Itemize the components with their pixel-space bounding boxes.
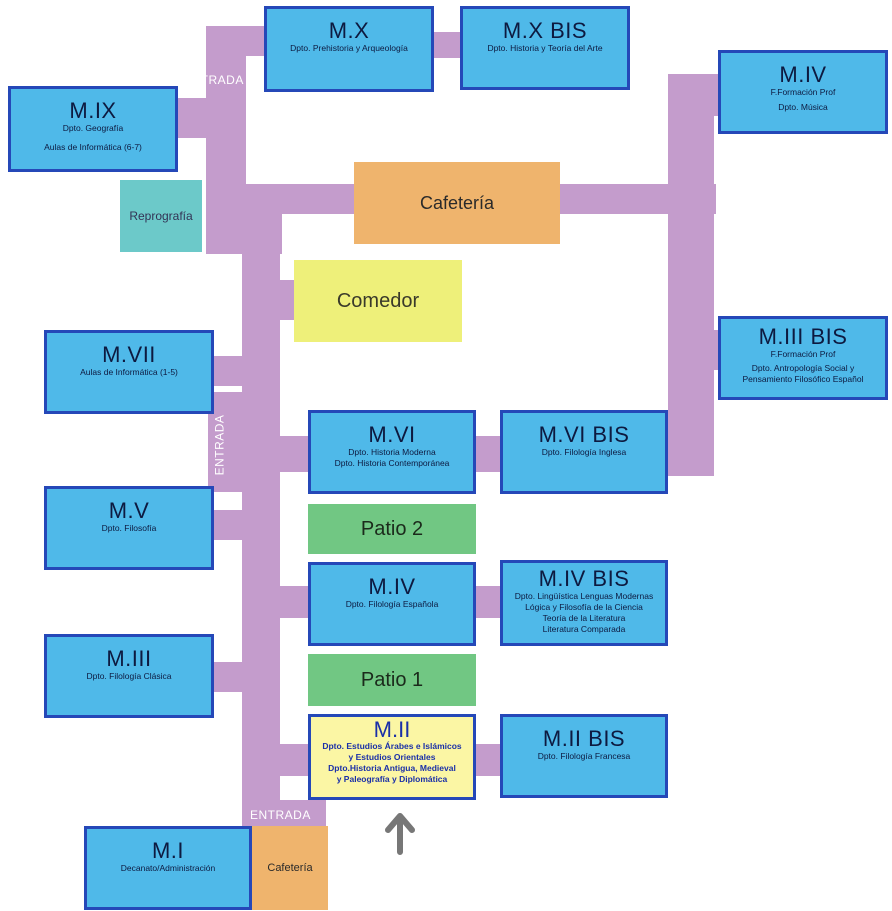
module-mvi-line-1: Dpto. Historia Moderna [348,447,436,457]
module-miii-bis-line-3: Pensamiento Filosófico Español [742,374,864,384]
module-miv-right-line-2: Dpto. Música [778,102,828,112]
entrada-bottom-label: ENTRADA [250,808,311,822]
module-mii[interactable]: M.II Dpto. Estudios Árabes e Islámicos y… [308,714,476,800]
module-mix-line-2: Aulas de Informática (6-7) [44,142,142,152]
cafeteria-main[interactable]: Cafetería [354,162,560,244]
corridor-mii-miibis-link [474,744,504,776]
module-mii-line-3: Dpto.Historia Antigua, Medieval [328,763,456,773]
module-mv[interactable]: M.V Dpto. Filosofía [44,486,214,570]
module-mvi[interactable]: M.VI Dpto. Historia Moderna Dpto. Histor… [308,410,476,494]
module-miii-title: M.III [106,646,152,671]
cafeteria-small-label: Cafetería [267,862,313,874]
module-mv-line: Dpto. Filosofía [101,523,157,533]
comedor[interactable]: Comedor [294,260,462,342]
module-mii-line-4: y Paleografía y Diplomática [336,774,448,784]
module-mx-bis[interactable]: M.X BIS Dpto. Historia y Teoría del Arte [460,6,630,90]
entrada-middle-label: ENTRADA [212,414,227,476]
reprografia[interactable]: Reprografía [120,180,202,252]
corridor-mii-link [270,744,310,776]
entrada-top-label: ENTRADA [183,73,244,87]
patio-1-label: Patio 1 [360,668,424,691]
corridor-mvi-mvibis-link [474,436,504,472]
patio-2[interactable]: Patio 2 [308,504,476,554]
module-mx-bis-line: Dpto. Historia y Teoría del Arte [487,43,603,53]
module-miv-title: M.IV [368,574,416,599]
module-mii-line-1: Dpto. Estudios Árabes e Islámicos [322,741,462,751]
module-mx[interactable]: M.X Dpto. Prehistoria y Arqueología [264,6,434,92]
corridor-miv-mivbis-link [474,586,504,618]
module-miii-bis-line-2: Dpto. Antropología Social y [751,363,855,373]
module-miv-bis[interactable]: M.IV BIS Dpto. Lingüística Lenguas Moder… [500,560,668,646]
module-mv-title: M.V [108,498,150,523]
module-miv-bis-line-3: Teoría de la Literatura [542,613,626,623]
module-mix[interactable]: M.IX Dpto. Geografía Aulas de Informátic… [8,86,178,172]
corridor-right-vertical [668,74,714,476]
module-mvii-line: Aulas de Informática (1-5) [80,367,178,377]
module-miv-right-title: M.IV [779,62,827,87]
corridor-entrada-bottom [242,800,326,830]
cafeteria-small[interactable]: Cafetería [252,826,328,910]
module-mx-bis-title: M.X BIS [502,18,588,43]
cafeteria-main-label: Cafetería [419,192,495,213]
corridor-miiibis-link [668,330,722,370]
module-mii-bis[interactable]: M.II BIS Dpto. Filología Francesa [500,714,668,798]
module-miv-bis-title: M.IV BIS [538,566,630,591]
module-miii-bis[interactable]: M.III BIS F.Formación Prof Dpto. Antropo… [718,316,888,400]
module-miii-bis-line-1: F.Formación Prof [770,349,836,359]
corridor-mix-link [175,98,235,138]
corridor-mvibis-right-link [662,436,714,476]
module-miv-bis-line-4: Literatura Comparada [542,624,626,634]
patio-1[interactable]: Patio 1 [308,654,476,706]
comedor-label: Comedor [336,289,420,312]
module-mx-title: M.X [328,18,370,43]
corridor-miii-link [210,662,250,692]
corridor-mx-link [432,32,462,58]
module-miv-bis-line-1: Dpto. Lingüística Lenguas Modernas [514,591,654,601]
module-mii-bis-line: Dpto. Filología Francesa [537,751,631,761]
patio-2-label: Patio 2 [360,517,424,540]
corridor-mv-link [210,510,250,540]
module-miv-right-line-1: F.Formación Prof [770,87,836,97]
corridor-mvii-link [210,356,250,386]
module-mix-title: M.IX [69,98,117,123]
module-miii-bis-title: M.III BIS [758,324,848,349]
reprografia-label: Reprografía [129,209,193,223]
module-miii-line: Dpto. Filología Clásica [86,671,172,681]
module-mi-line: Decanato/Administración [120,863,216,873]
module-mii-line-2: y Estudios Orientales [348,752,436,762]
module-mii-bis-title: M.II BIS [542,726,626,751]
module-miv-line: Dpto. Filología Española [345,599,439,609]
corridor-comedor-link [270,280,296,320]
module-mvi-line-2: Dpto. Historia Contemporánea [334,458,450,468]
module-miv-right[interactable]: M.IV F.Formación Prof Dpto. Música [718,50,888,134]
module-mi-title: M.I [151,838,185,863]
module-mi[interactable]: M.I Decanato/Administración [84,826,252,910]
corridor-mvi-link [270,436,310,472]
module-mvii-title: M.VII [102,342,156,367]
module-mii-title: M.II [373,717,411,742]
module-miii[interactable]: M.III Dpto. Filología Clásica [44,634,214,718]
module-mvi-bis[interactable]: M.VI BIS Dpto. Filología Inglesa [500,410,668,494]
module-miv-bis-line-2: Lógica y Filosofía de la Ciencia [525,602,643,612]
module-mvi-bis-title: M.VI BIS [538,422,630,447]
arrow-up-icon [385,813,415,855]
module-mx-line: Dpto. Prehistoria y Arqueología [290,43,408,53]
module-mvi-title: M.VI [368,422,416,447]
module-mvii[interactable]: M.VII Aulas de Informática (1-5) [44,330,214,414]
corridor-miv-right-link [668,74,722,116]
corridor-entrada-middle [208,392,280,492]
module-mvi-bis-line: Dpto. Filología Inglesa [541,447,627,457]
corridor-miv-link [270,586,310,618]
module-mix-line-1: Dpto. Geografía [62,123,124,133]
module-miv[interactable]: M.IV Dpto. Filología Española [308,562,476,646]
